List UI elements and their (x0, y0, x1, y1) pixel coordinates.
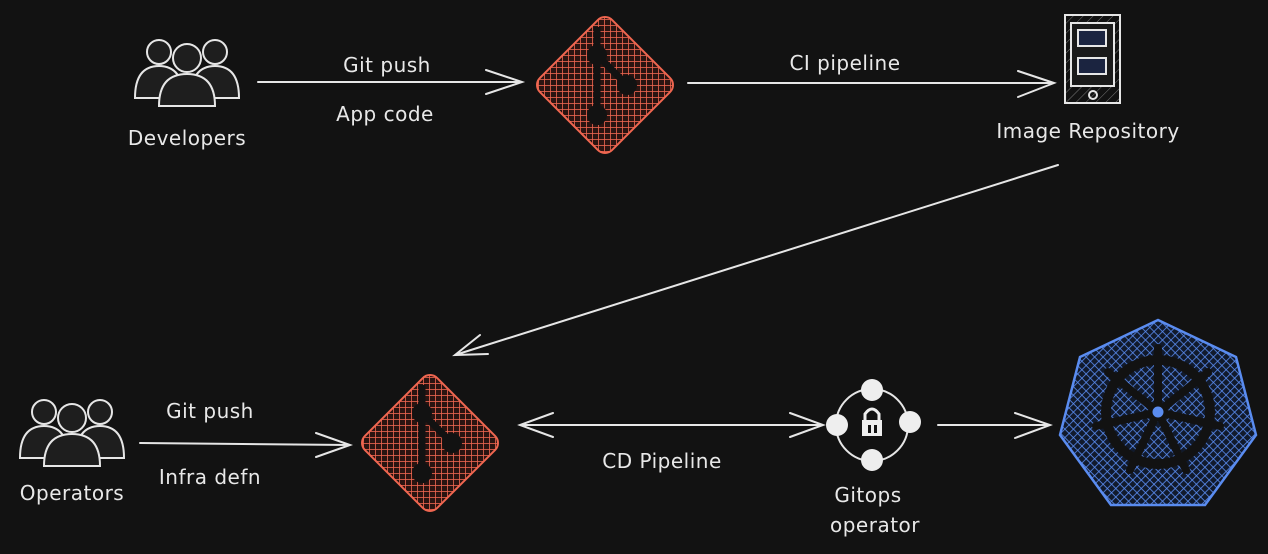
image-repository-icon (1064, 14, 1121, 104)
edge-gitops-to-k8s (937, 412, 1053, 439)
edge-git-to-repo: CI pipeline (687, 51, 1057, 98)
edge-git-to-gitops: CD Pipeline (517, 412, 826, 473)
operators-label: Operators (20, 481, 124, 505)
edge-dev-to-git: Git push App code (257, 53, 526, 126)
edge-label-infra-defn: Infra defn (159, 465, 261, 489)
developers-label: Developers (128, 126, 246, 150)
image-repository-node: Image Repository (996, 14, 1179, 143)
edge-label-git-push: Git push (343, 53, 431, 77)
gitops-operator-icon (826, 379, 921, 471)
image-repository-label: Image Repository (996, 119, 1179, 143)
gitops-label-line2: operator (830, 513, 920, 537)
users-icon (19, 399, 125, 467)
arrow (139, 432, 354, 458)
git-icon (358, 371, 502, 515)
arrow (257, 69, 526, 95)
operators-node: Operators (19, 399, 125, 505)
edge-label-cd-pipeline: CD Pipeline (602, 449, 722, 473)
gitops-label-line1: Gitops (834, 483, 901, 507)
users-icon (134, 39, 240, 107)
double-arrow (517, 412, 826, 438)
developers-node: Developers (128, 39, 246, 150)
edge-label-app-code: App code (336, 102, 434, 126)
edge-label-ci-pipeline: CI pipeline (789, 51, 900, 75)
edge-label-git-push: Git push (166, 399, 254, 423)
edge-ops-to-git: Git push Infra defn (139, 399, 354, 489)
arrow (687, 70, 1057, 98)
kubernetes-icon (1058, 318, 1258, 507)
gitops-operator-node: Gitops operator (826, 379, 921, 537)
edge-repo-to-git-infra (452, 164, 1059, 357)
git-icon (533, 13, 677, 157)
